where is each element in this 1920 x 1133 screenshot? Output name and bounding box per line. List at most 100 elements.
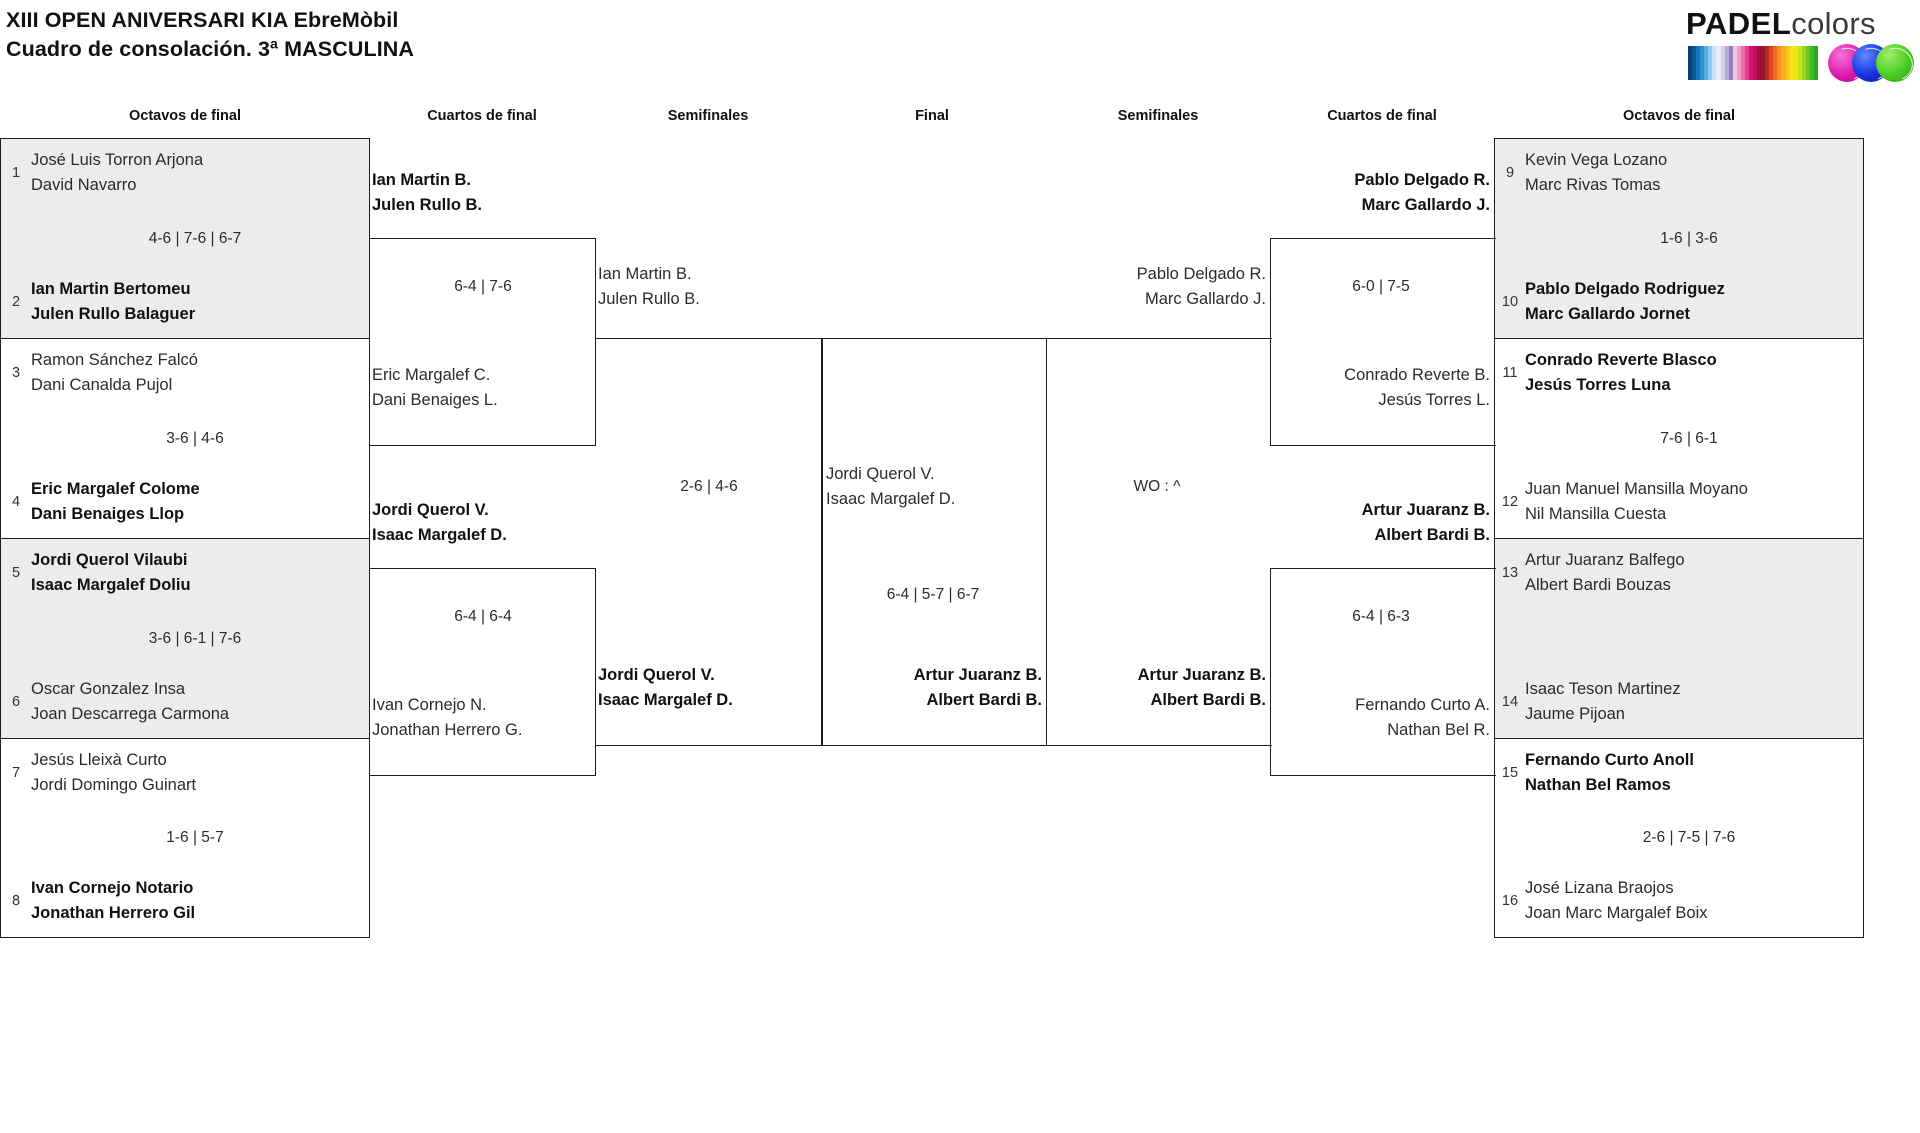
player-name: Nathan Bel Ramos [1525,776,1671,794]
seed-number: 11 [1502,365,1518,381]
qf-left-winner-1[interactable]: Ian Martin B. Julen Rullo B. [372,168,592,218]
player-name: Artur Juaranz B. [1137,666,1266,684]
player-name: Dani Benaiges Llop [31,505,185,523]
final-bottom-team[interactable]: Artur Juaranz B.Albert Bardi B. [826,663,1042,713]
player-name: Conrado Reverte B. [1344,366,1490,384]
player-name: Isaac Margalef D. [372,526,507,544]
player-name: Ivan Cornejo Notario [31,879,194,897]
player-name: José Luis Torron Arjona [31,151,204,169]
logo-bar-10 [1728,46,1733,80]
match-score: 1-6 | 3-6 [1660,229,1718,247]
logo-bar-7 [1716,46,1721,80]
sf-left-score: 2-6 | 4-6 [680,478,738,495]
seed-number: 10 [1501,294,1519,310]
logo-bar-29 [1805,46,1810,80]
logo-bar-17 [1757,46,1762,80]
player-name: Ian Martin B. [372,171,472,189]
qf-left-connector-2 [370,568,596,776]
logo-bar-21 [1773,46,1778,80]
seed-number: 12 [1501,494,1519,510]
player-name: Dani Benaiges L. [372,391,498,409]
player-name: Ian Martin B. [598,265,692,283]
qf-right-winner-1[interactable]: Pablo Delgado R.Marc Gallardo J. [1274,168,1490,218]
seed-number: 2 [11,294,21,310]
player-name: Pablo Delgado Rodriguez [1525,280,1725,298]
logo-bar-3 [1700,46,1705,80]
seed-number: 6 [11,694,21,710]
player-name: Jonathan Herrero G. [372,721,523,739]
player-name: Jesús Torres L. [1378,391,1490,409]
logo-bar-0 [1688,46,1693,80]
qf-left-loser-2[interactable]: Ivan Cornejo N.Jonathan Herrero G. [372,693,592,743]
sf-right-top-team[interactable]: Pablo Delgado R.Marc Gallardo J. [1050,262,1266,312]
logo-bar-6 [1712,46,1717,80]
player-name: Jaume Pijoan [1525,705,1625,723]
player-name: Fernando Curto A. [1355,696,1490,714]
seed-number: 9 [1505,165,1515,181]
final-top-team[interactable]: Jordi Querol V.Isaac Margalef D. [826,462,1042,512]
logo-bar-27 [1797,46,1802,80]
qf-right-score-2: 6-4 | 6-3 [1352,608,1410,625]
player-name: Eric Margalef Colome [31,480,200,498]
qf-right-loser-2[interactable]: Fernando Curto A.Nathan Bel R. [1274,693,1490,743]
qf-right-loser-1[interactable]: Conrado Reverte B. Jesús Torres L. [1274,363,1490,413]
player-name: Conrado Reverte Blasco [1525,351,1717,369]
sf-left-bottom-team[interactable]: Jordi Querol V.Isaac Margalef D. [598,663,818,713]
player-name: Pablo Delgado R. [1354,171,1490,189]
round-header-5: Cuartos de final [1327,108,1437,124]
sf-right-connector [1046,338,1272,746]
logo-bar-20 [1769,46,1774,80]
logo-bar-24 [1785,46,1790,80]
qf-right-winner-2[interactable]: Artur Juaranz B.Albert Bardi B. [1274,498,1490,548]
player-name: Joan Marc Margalef Boix [1525,904,1708,922]
qf-right-score-1: 6-0 | 7-5 [1352,278,1410,295]
round-header-1: Cuartos de final [427,108,537,124]
player-name: Julen Rullo B. [372,196,483,214]
seed-number: 14 [1501,694,1519,710]
player-name: Marc Gallardo J. [1144,290,1266,308]
player-name: Julen Rullo Balaguer [31,305,196,323]
qf-right-connector-2 [1270,568,1496,776]
seed-number: 5 [11,565,21,581]
sf-left-top-team[interactable]: Ian Martin B.Julen Rullo B. [598,262,818,312]
qf-left-winner-2[interactable]: Jordi Querol V.Isaac Margalef D. [372,498,592,548]
player-name: Ian Martin Bertomeu [31,280,191,298]
sf-right-bottom-team[interactable]: Artur Juaranz B.Albert Bardi B. [1050,663,1266,713]
player-name: Jordi Domingo Guinart [31,776,197,794]
player-name: Kevin Vega Lozano [1525,151,1668,169]
logo-bar-1 [1692,46,1697,80]
qf-left-loser-1[interactable]: Eric Margalef C.Dani Benaiges L. [372,363,592,413]
player-name: Jesús Lleixà Curto [31,751,167,769]
